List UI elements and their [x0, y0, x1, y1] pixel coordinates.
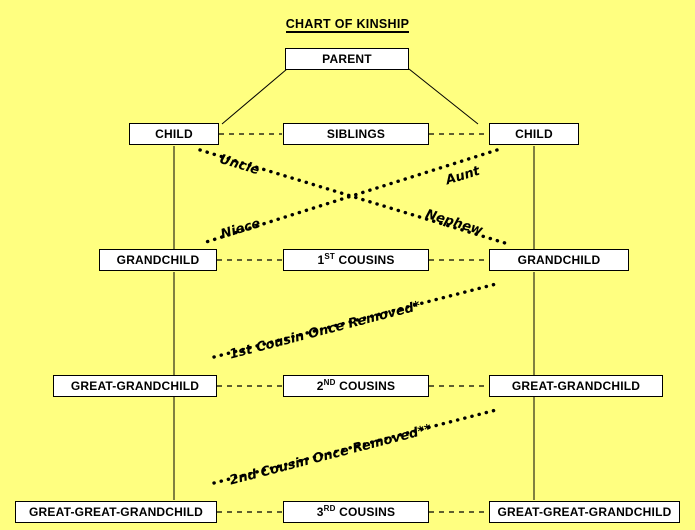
- node-siblings[interactable]: SIBLINGS: [283, 123, 429, 145]
- node-cousins-1st[interactable]: 1ST COUSINS: [283, 249, 429, 271]
- label-nephew: Nephew: [423, 207, 485, 239]
- node-grandchild-left-label: GRANDCHILD: [116, 253, 200, 267]
- node-great-grandchild-left[interactable]: GREAT-GRANDCHILD: [53, 375, 217, 397]
- node-great-grandchild-right[interactable]: GREAT-GRANDCHILD: [489, 375, 663, 397]
- label-niece: Niece: [219, 216, 263, 243]
- node-child-left-label: CHILD: [155, 127, 193, 141]
- cousins-1st-ordinal: ST: [324, 252, 335, 261]
- node-great-great-grandchild-right-label: GREAT-GREAT-GRANDCHILD: [497, 505, 672, 519]
- node-great-great-grandchild-right[interactable]: GREAT-GREAT-GRANDCHILD: [489, 501, 680, 523]
- cousins-1st-suffix: COUSINS: [334, 253, 395, 267]
- cousins-2nd-ordinal: ND: [323, 378, 336, 387]
- node-great-grandchild-left-label: GREAT-GRANDCHILD: [70, 379, 200, 393]
- node-great-great-grandchild-left-label: GREAT-GREAT-GRANDCHILD: [29, 505, 203, 519]
- node-cousins-2nd-label: 2ND COUSINS: [316, 378, 396, 394]
- node-cousins-3rd[interactable]: 3RD COUSINS: [283, 501, 429, 523]
- node-child-left[interactable]: CHILD: [129, 123, 219, 145]
- node-parent[interactable]: PARENT: [285, 48, 409, 70]
- label-1st-cousin-once-removed: 1st Cousin Once Removed*: [228, 298, 423, 363]
- node-great-grandchild-right-label: GREAT-GRANDCHILD: [511, 379, 641, 393]
- label-2nd-cousin-once-removed: 2nd Cousin Once Removed**: [228, 421, 434, 489]
- node-grandchild-right-label: GRANDCHILD: [517, 253, 601, 267]
- label-uncle: Uncle: [217, 152, 262, 179]
- cousins-3rd-number: 3: [316, 505, 324, 519]
- cousins-3rd-ordinal: RD: [323, 504, 336, 513]
- node-grandchild-right[interactable]: GRANDCHILD: [489, 249, 629, 271]
- node-cousins-1st-label: 1ST COUSINS: [317, 252, 395, 268]
- page-title: CHART OF KINSHIP: [0, 17, 695, 33]
- node-great-great-grandchild-left[interactable]: GREAT-GREAT-GRANDCHILD: [15, 501, 217, 523]
- cousins-1st-number: 1: [317, 253, 325, 267]
- node-child-right-label: CHILD: [515, 127, 553, 141]
- node-siblings-label: SIBLINGS: [326, 127, 386, 141]
- page-title-text: CHART OF KINSHIP: [285, 17, 410, 33]
- edge-parent-to-child-left: [221, 68, 288, 125]
- node-parent-label: PARENT: [322, 52, 372, 66]
- node-child-right[interactable]: CHILD: [489, 123, 579, 145]
- cousins-3rd-suffix: COUSINS: [335, 505, 396, 519]
- cousins-2nd-suffix: COUSINS: [335, 379, 396, 393]
- cousins-2nd-number: 2: [316, 379, 324, 393]
- label-aunt: Aunt: [444, 163, 482, 189]
- node-grandchild-left[interactable]: GRANDCHILD: [99, 249, 217, 271]
- edge-parent-to-child-right: [408, 68, 479, 125]
- node-cousins-3rd-label: 3RD COUSINS: [316, 504, 396, 520]
- node-cousins-2nd[interactable]: 2ND COUSINS: [283, 375, 429, 397]
